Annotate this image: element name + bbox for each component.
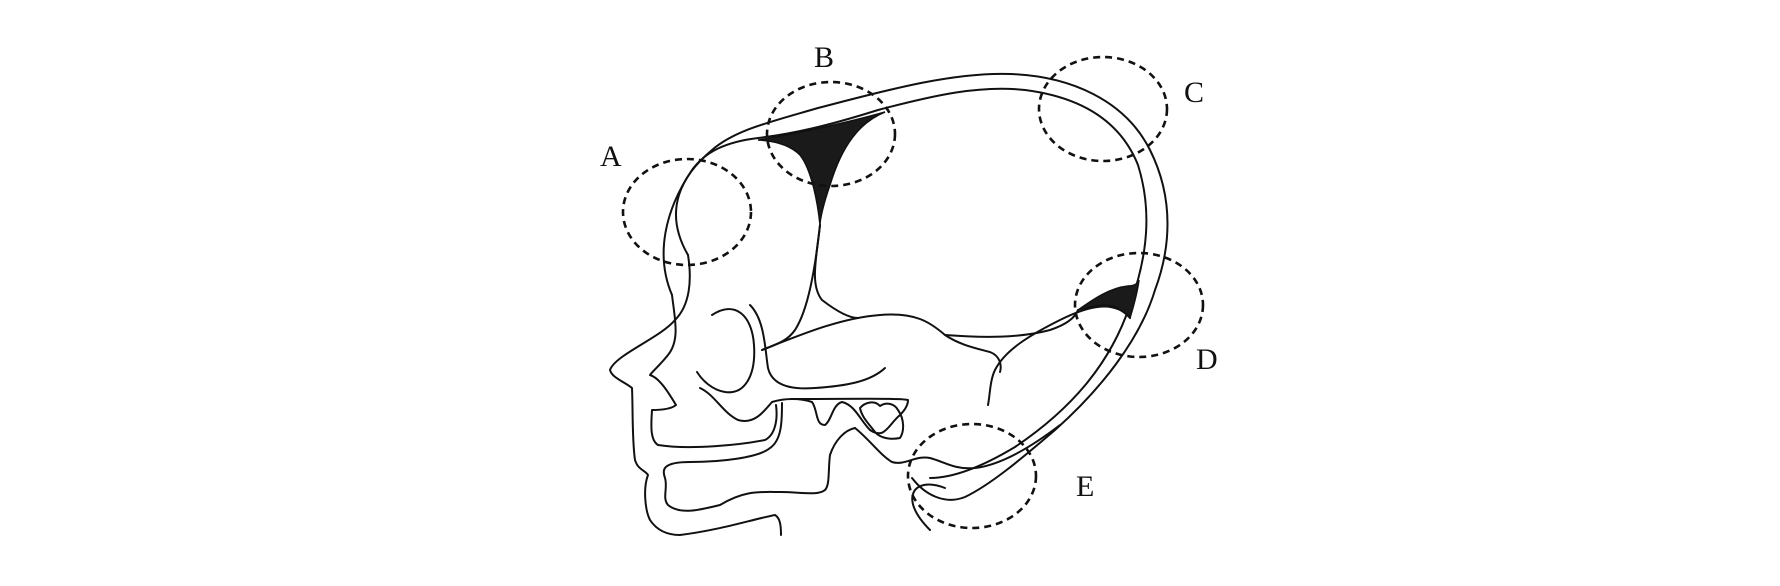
cranial-base [761, 313, 1002, 373]
region-e-circle [906, 422, 1038, 530]
face-profile [609, 254, 782, 536]
tooth-row-lower [662, 402, 856, 512]
label-c: C [1184, 76, 1204, 109]
maxilla-contour [649, 294, 778, 449]
skull-inner-contour [662, 87, 1148, 479]
molar-1 [859, 401, 905, 440]
lambdoid-suture [987, 305, 1131, 406]
mandible-curve [854, 424, 1061, 470]
label-a: A [600, 140, 622, 173]
region-a-circle [621, 157, 753, 267]
label-d: D [1196, 343, 1218, 376]
tentorium-line [944, 309, 1079, 338]
region-d-circle [1073, 251, 1205, 359]
coronal-suture-branch [813, 224, 859, 319]
region-b-circle [765, 80, 897, 188]
orbit [696, 308, 756, 394]
posterior-suture-dark [1077, 279, 1140, 320]
orbit-rim [749, 304, 886, 390]
region-c-circle [1037, 55, 1169, 163]
label-b: B [814, 41, 834, 74]
anterior-suture-dark [757, 111, 886, 226]
label-e: E [1076, 470, 1094, 503]
tooth-row [699, 387, 909, 435]
occipital-base [911, 483, 946, 531]
skull-outer-contour [675, 72, 1169, 501]
